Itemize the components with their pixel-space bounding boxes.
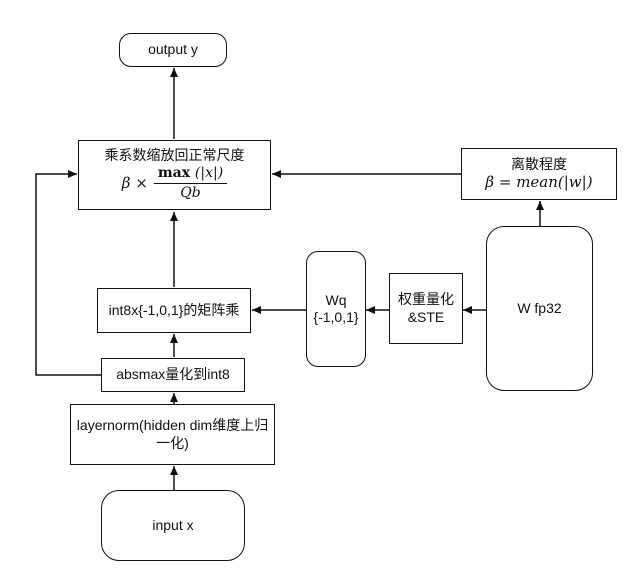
matmul-node: int8x{-1,0,1}的矩阵乘 bbox=[97, 288, 251, 333]
w-fp32-node: W fp32 bbox=[486, 226, 593, 391]
output-label: output y bbox=[148, 41, 198, 58]
wq-label-line2: {-1,0,1} bbox=[313, 309, 359, 325]
dispersion-formula: β = mean(|w|) bbox=[485, 173, 593, 192]
quant-weight-line1: 权重量化 bbox=[398, 291, 454, 307]
input-label: input x bbox=[152, 516, 194, 533]
scale-formula-arg: (|x|) bbox=[194, 164, 224, 181]
scale-node: 乘系数缩放回正常尺度 β × max (|x|) Qb bbox=[78, 140, 271, 210]
quant-weight-node: 权重量化 &STE bbox=[389, 273, 463, 344]
scale-formula-fraction: max (|x|) Qb bbox=[153, 164, 228, 203]
scale-formula-lhs: β × bbox=[121, 174, 148, 193]
layernorm-line2: 一化) bbox=[156, 434, 189, 451]
scale-formula: β × max (|x|) Qb bbox=[121, 164, 228, 203]
input-node: input x bbox=[101, 490, 245, 561]
scale-formula-max: max bbox=[157, 164, 191, 181]
wq-node: Wq {-1,0,1} bbox=[306, 251, 366, 367]
w-fp32-label: W fp32 bbox=[517, 299, 562, 316]
absmax-label: absmax量化到int8 bbox=[116, 366, 230, 383]
dispersion-node: 离散程度 β = mean(|w|) bbox=[461, 148, 617, 200]
scale-formula-numerator: max (|x|) bbox=[153, 164, 228, 185]
layernorm-line1: layernorm(hidden dim维度上归 bbox=[76, 417, 269, 433]
wq-label-line1: Wq bbox=[325, 291, 347, 308]
dispersion-label: 离散程度 bbox=[511, 155, 567, 172]
scale-label: 乘系数缩放回正常尺度 bbox=[104, 147, 245, 164]
output-node: output y bbox=[119, 33, 227, 67]
scale-formula-denominator: Qb bbox=[180, 185, 201, 202]
absmax-node: absmax量化到int8 bbox=[101, 358, 245, 392]
quant-weight-line2: &STE bbox=[407, 308, 445, 325]
layernorm-node: layernorm(hidden dim维度上归 一化) bbox=[70, 404, 275, 465]
matmul-label: int8x{-1,0,1}的矩阵乘 bbox=[108, 301, 240, 318]
